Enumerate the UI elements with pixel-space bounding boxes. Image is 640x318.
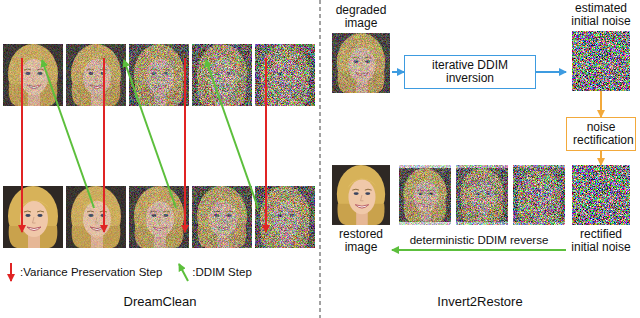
box-text: noise rectification <box>573 121 629 147</box>
picture <box>332 33 390 93</box>
legend-item: :Variance Preservation Step <box>4 262 162 282</box>
bottom-row-images <box>3 186 315 248</box>
image-caption: restored image <box>330 228 392 254</box>
image-caption: degraded image <box>330 4 392 30</box>
connector-arrow <box>600 151 602 165</box>
connector-arrow <box>536 71 566 73</box>
variance-preservation-arrows <box>22 58 266 232</box>
image-caption: rectified initial noise <box>566 228 636 254</box>
noise-node: estimated initial noise <box>566 2 636 91</box>
image-caption: estimated initial noise <box>566 2 636 28</box>
ddim-step-arrows <box>42 60 258 208</box>
panel-divider <box>320 0 321 318</box>
legend: :Variance Preservation Step :DDIM Step <box>4 262 252 282</box>
noise-node: rectified initial noise <box>566 165 636 257</box>
legend-item: :DDIM Step <box>176 262 251 282</box>
intermediate-images <box>399 165 565 225</box>
process-box: iterative DDIM inversion <box>404 55 536 89</box>
panel-caption: Invert2Restore <box>320 294 640 309</box>
picture <box>572 165 630 225</box>
legend-text: :Variance Preservation Step <box>20 266 162 278</box>
process-box: noise rectification <box>566 117 636 151</box>
top-row-images <box>3 44 315 106</box>
picture <box>332 165 390 225</box>
connector-arrow <box>600 91 602 117</box>
picture <box>572 31 630 91</box>
edge-label: deterministic DDIM reverse <box>408 234 551 247</box>
box-text: iterative DDIM inversion <box>411 59 529 85</box>
legend-sample <box>4 262 18 282</box>
connector-arrow <box>392 71 404 73</box>
image-node: restored image <box>330 165 392 257</box>
connector-arrow <box>392 249 566 251</box>
image-node: degraded image <box>330 4 392 93</box>
legend-text: :DDIM Step <box>192 266 251 278</box>
legend-sample <box>176 262 190 282</box>
panel-caption: DreamClean <box>0 294 320 309</box>
